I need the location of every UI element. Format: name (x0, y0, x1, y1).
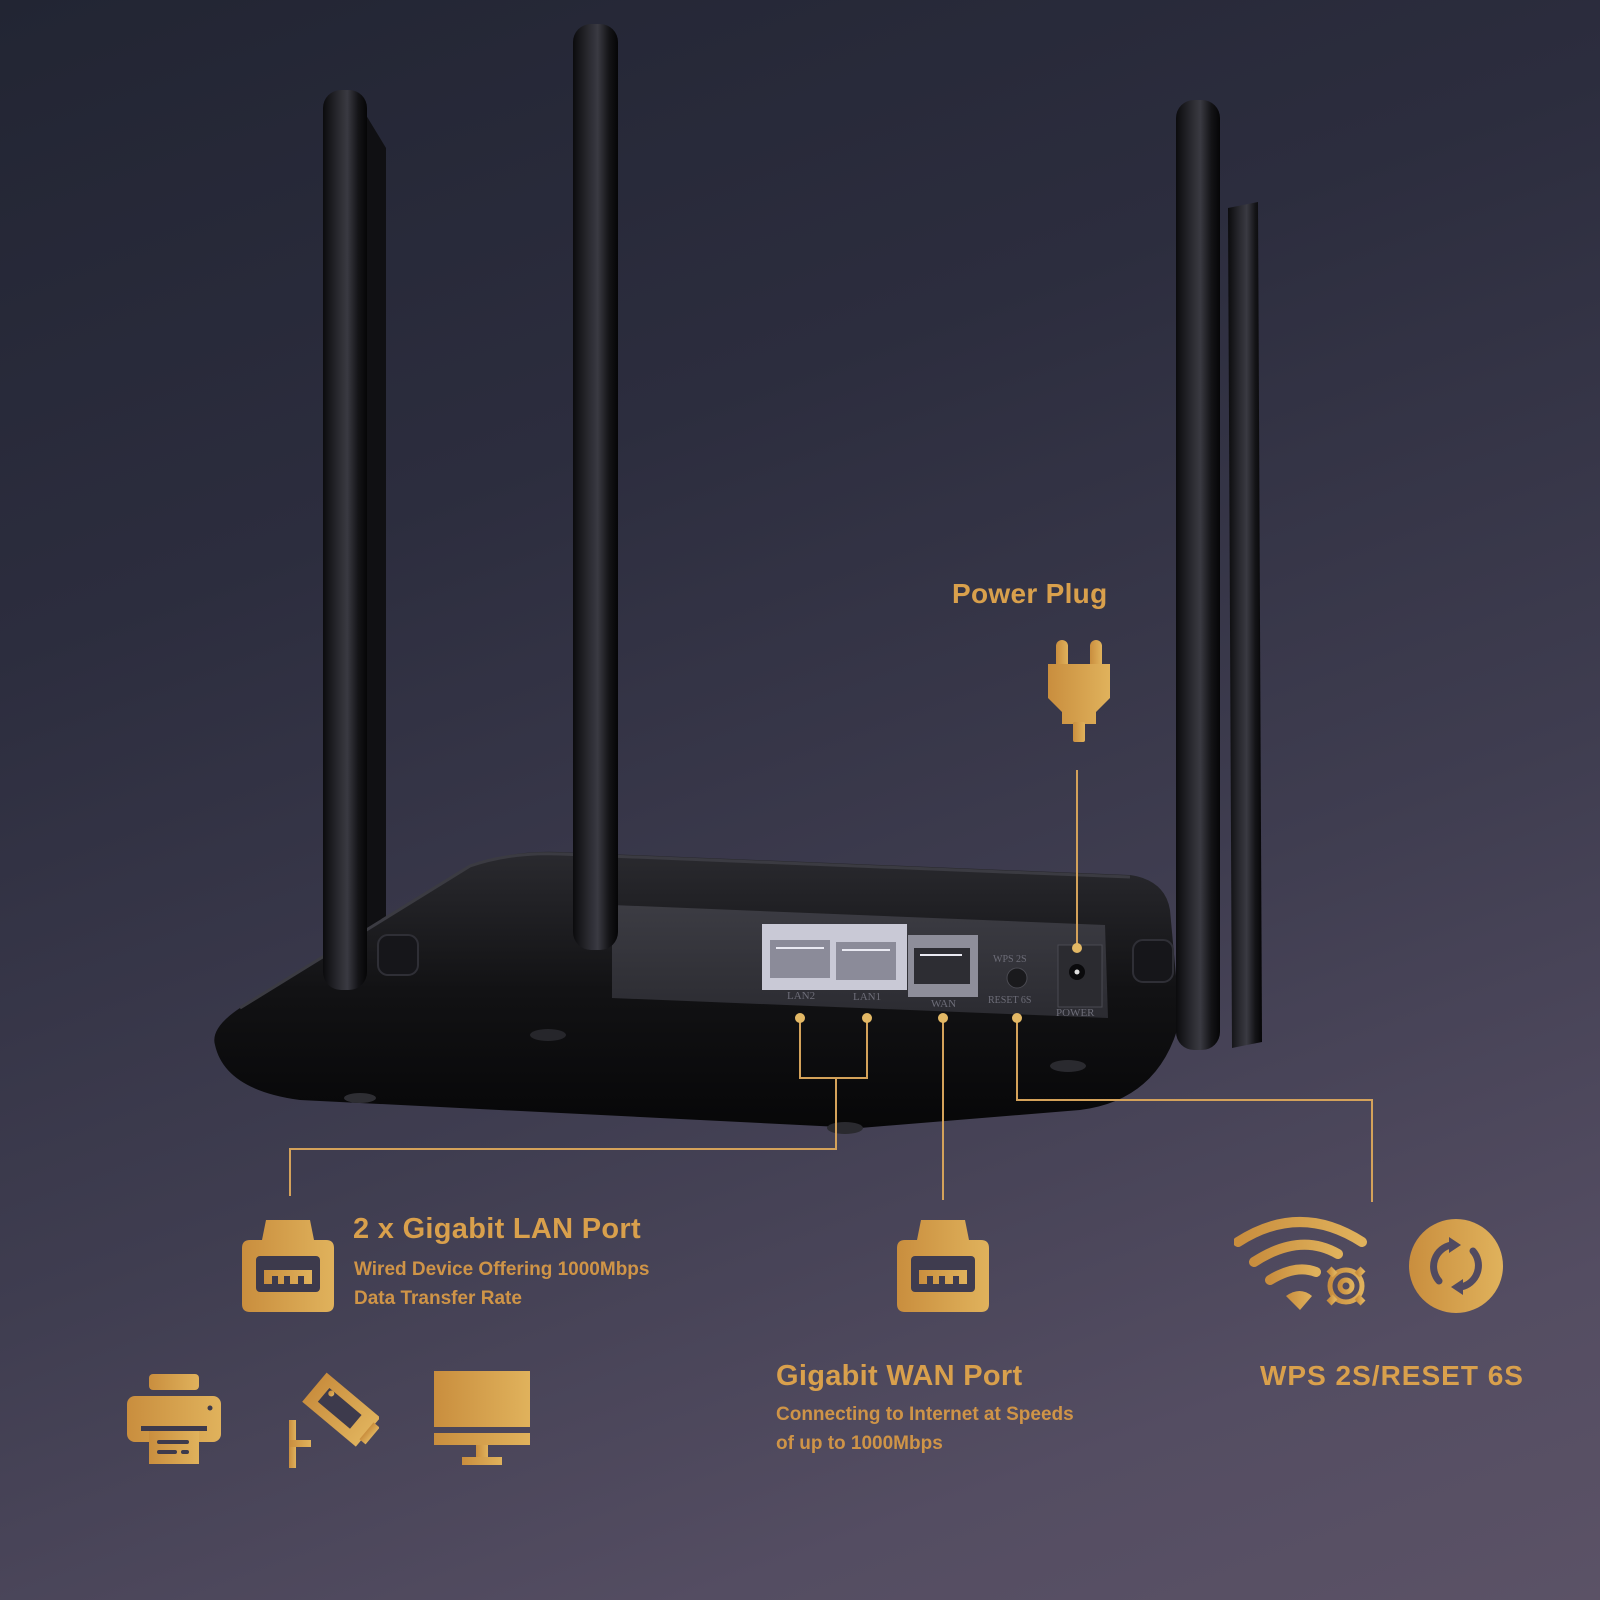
printer-icon (127, 1374, 221, 1464)
lan-ethernet-port-icon (242, 1220, 334, 1312)
reset-label: RESET 6S (988, 995, 1032, 1006)
wifi-settings-icon (1234, 1217, 1370, 1310)
port-label-lan2: LAN2 (787, 990, 816, 1002)
power-plug-icon (1048, 640, 1110, 742)
wps-reset-title: WPS 2S/RESET 6S (1260, 1360, 1524, 1391)
lan-description: Wired Device Offering 1000Mbps Data Tran… (354, 1255, 649, 1313)
port-label-lan1: LAN1 (853, 991, 882, 1003)
port-label-wan: WAN (931, 998, 957, 1010)
antenna-right (1176, 100, 1220, 1050)
lan-description-line-2: Data Transfer Rate (354, 1288, 522, 1309)
lan-port-block (762, 924, 907, 990)
callout-connectors (289, 770, 1373, 1202)
reset-cycle-icon (1409, 1219, 1503, 1313)
wan-description-line-1: Connecting to Internet at Speeds (776, 1404, 1074, 1425)
power-plug-title: Power Plug (952, 578, 1108, 609)
wan-description-line-2: of up to 1000Mbps (776, 1433, 943, 1454)
monitor-icon (434, 1371, 530, 1465)
antenna-back-right (1228, 202, 1262, 1048)
wan-port-block (908, 935, 978, 997)
security-camera-icon (289, 1372, 379, 1468)
lan-title: 2 x Gigabit LAN Port (353, 1213, 641, 1245)
antenna-left (323, 90, 367, 990)
power-jack (1057, 944, 1103, 1008)
power-label: POWER (1056, 1007, 1095, 1019)
wps-label: WPS 2S (993, 954, 1027, 965)
wps-reset-button (1006, 967, 1028, 989)
lan-description-line-1: Wired Device Offering 1000Mbps (354, 1259, 650, 1280)
antenna-center (573, 24, 618, 950)
wan-description: Connecting to Internet at Speeds of up t… (776, 1400, 1074, 1458)
wan-ethernet-port-icon (897, 1220, 989, 1312)
wan-title: Gigabit WAN Port (776, 1360, 1023, 1392)
